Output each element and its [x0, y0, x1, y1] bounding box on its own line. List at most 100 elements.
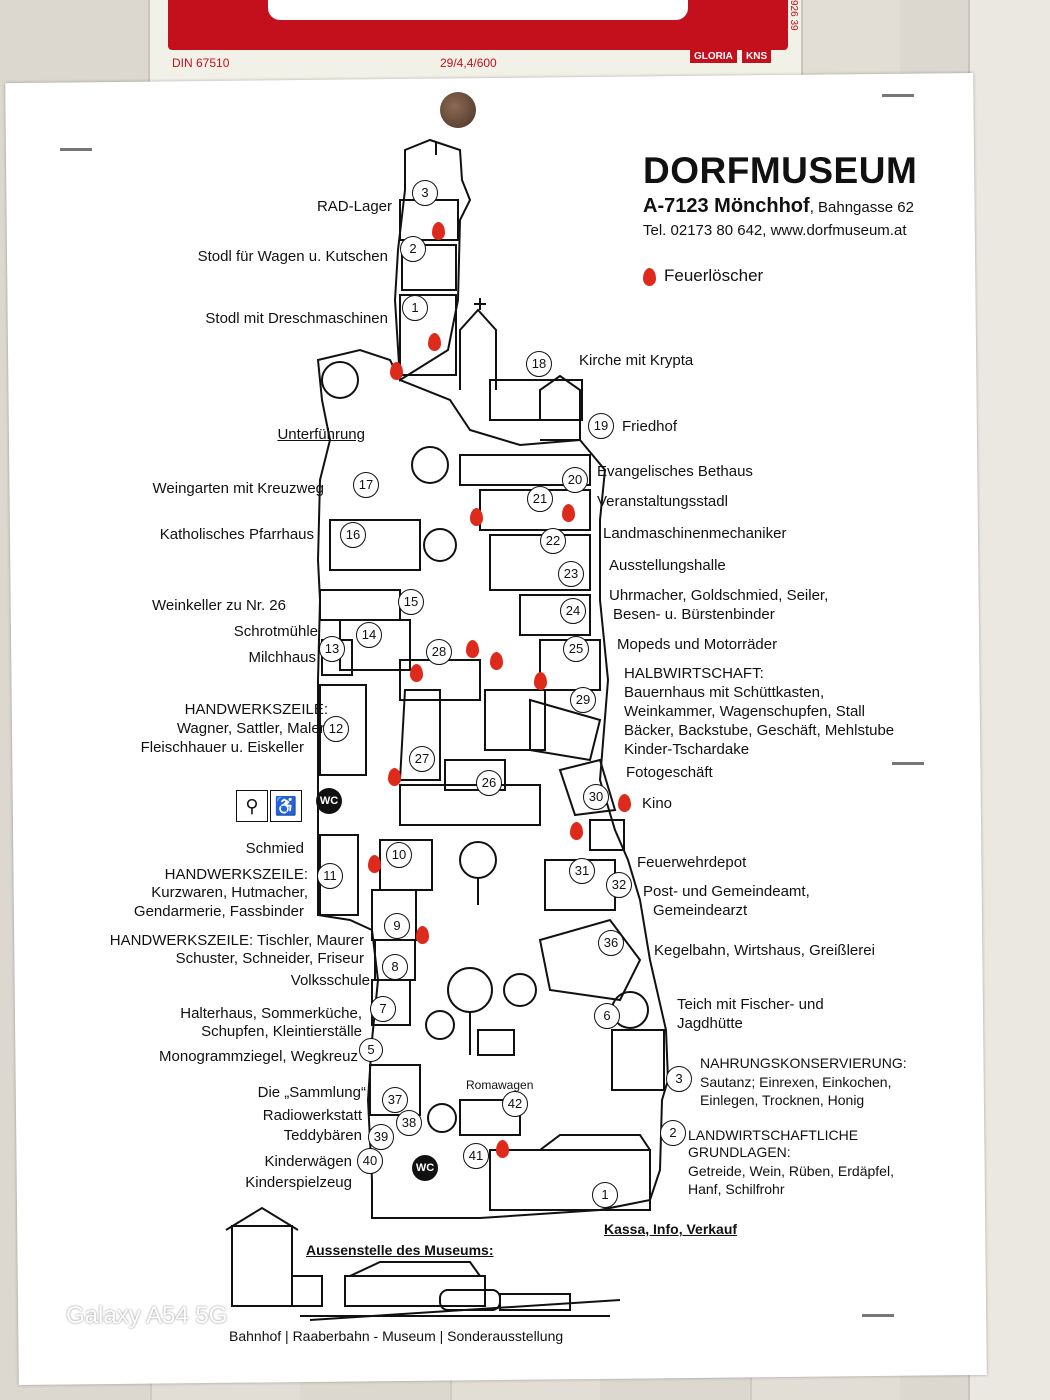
label-kinder-tschardake: Kinder-Tschardake	[624, 741, 750, 758]
label-halbwirtschaft-line-1: Bauernhaus mit Schüttkasten,	[624, 684, 825, 701]
label-kino: Kino	[642, 795, 673, 812]
label-kinderwaegen: Kinderwägen	[264, 1153, 352, 1170]
label-stodl-dresch: Stodl mit Dreschmaschinen	[205, 310, 388, 327]
label-nahrung-line-1: Sautanz; Einrexen, Einkochen,	[700, 1074, 892, 1090]
staple	[862, 1314, 894, 1317]
marker-32: 32	[606, 872, 632, 898]
label-uhrmacher-line-2: Besen- u. Bürstenbinder	[613, 606, 775, 623]
label-handwerkszeile-3: HANDWERKSZEILE: Tischler, Maurer	[109, 932, 364, 949]
label-weingarten: Weingarten mit Kreuzweg	[152, 480, 324, 497]
label-halbwirtschaft: HALBWIRTSCHAFT:	[624, 665, 764, 682]
marker-30: 30	[583, 784, 609, 810]
label-handwerkszeile-2: HANDWERKSZEILE:	[164, 866, 308, 883]
marker-28: 28	[426, 639, 452, 665]
label-bethaus: Evangelisches Bethaus	[597, 463, 753, 480]
label-pfarrhaus: Katholisches Pfarrhaus	[159, 526, 314, 543]
marker-29: 29	[570, 687, 596, 713]
marker-6: 6	[594, 1003, 620, 1029]
marker-8: 8	[382, 954, 408, 980]
marker-1-kassa: 1	[592, 1182, 618, 1208]
label-kirche: Kirche mit Krypta	[579, 352, 694, 369]
label-handwerkszeile-1-line-1: Wagner, Sattler, Maler,	[176, 720, 328, 737]
pin-icon	[440, 92, 476, 128]
label-halterhaus: Halterhaus, Sommerküche,	[180, 1005, 362, 1022]
marker-1: 1	[402, 295, 428, 321]
label-handwerkszeile-1: HANDWERKSZEILE:	[184, 701, 328, 718]
flame-icon	[432, 222, 445, 240]
label-ausstellungshalle: Ausstellungshalle	[609, 557, 726, 574]
flame-icon	[643, 267, 656, 286]
marker-20: 20	[562, 467, 588, 493]
flame-icon	[534, 672, 547, 690]
label-teich: Teich mit Fischer- und	[677, 996, 824, 1013]
marker-10: 10	[386, 842, 412, 868]
label-romawagen: Romawagen	[466, 1078, 534, 1092]
museum-address: A-7123 Mönchhof, Bahngasse 62	[643, 195, 914, 217]
flame-icon	[388, 768, 401, 786]
marker-13: 13	[319, 636, 345, 662]
marker-14: 14	[356, 622, 382, 648]
label-landwirtschaft: LANDWIRTSCHAFTLICHE	[688, 1127, 859, 1143]
label-halbwirtschaft-line-3: Bäcker, Backstube, Geschäft, Mehlstube	[624, 722, 895, 739]
baby-changing-icon: ⚲	[236, 790, 268, 822]
flame-icon	[618, 794, 631, 812]
museum-contact: Tel. 02173 80 642, www.dorfmuseum.at	[643, 222, 907, 239]
flame-icon	[466, 640, 479, 658]
label-uhrmacher: Uhrmacher, Goldschmied, Seiler,	[609, 587, 829, 604]
label-nahrungskonservierung: NAHRUNGSKONSERVIERUNG:	[700, 1055, 907, 1071]
marker-31: 31	[569, 858, 595, 884]
marker-22: 22	[540, 528, 566, 554]
staple	[892, 762, 924, 765]
marker-19: 19	[588, 413, 614, 439]
label-monogrammziegel: Monogrammziegel, Wegkreuz	[159, 1048, 358, 1065]
label-aussenstelle-footer: Bahnhof | Raaberbahn - Museum | Sonderau…	[229, 1328, 564, 1344]
marker-2-landwirtschaft: 2	[660, 1120, 686, 1146]
marker-11: 11	[317, 863, 343, 889]
label-fotogeschaeft: Fotogeschäft	[626, 764, 713, 781]
marker-16: 16	[340, 522, 366, 548]
legend-fire-extinguisher: Feuerlöscher	[643, 266, 763, 286]
label-gemeindearzt: Gemeindearzt	[653, 902, 748, 919]
flame-icon	[368, 855, 381, 873]
sign-side-code: 926 39	[788, 0, 799, 31]
label-kinderspielzeug: Kinderspielzeug	[245, 1174, 352, 1191]
marker-15: 15	[398, 589, 424, 615]
marker-42: 42	[502, 1091, 528, 1117]
label-stodl-wagen: Stodl für Wagen u. Kutschen	[197, 248, 388, 265]
sign-brand-2: KNS	[742, 50, 772, 63]
flame-icon	[410, 664, 423, 682]
marker-21: 21	[527, 486, 553, 512]
marker-27: 27	[409, 746, 435, 772]
sign-din-code: DIN 67510	[172, 56, 230, 70]
flame-icon	[428, 333, 441, 351]
label-volksschule: Volksschule	[290, 972, 370, 989]
camera-watermark: Galaxy A54 5G	[66, 1302, 228, 1329]
flame-icon	[470, 508, 483, 526]
marker-38: 38	[396, 1110, 422, 1136]
label-sammlung: Die „Sammlung“	[257, 1084, 366, 1101]
flame-icon	[490, 652, 503, 670]
marker-9: 9	[384, 913, 410, 939]
flame-icon	[562, 504, 575, 522]
sign-brand: GLORIA	[690, 50, 737, 63]
wc-icon: WC	[316, 788, 342, 814]
label-nahrung-line-2: Einlegen, Trocknen, Honig	[700, 1092, 865, 1108]
marker-7: 7	[370, 996, 396, 1022]
sign-spec-code: 29/4,4/600	[440, 56, 497, 70]
label-grundlagen: GRUNDLAGEN:	[688, 1144, 791, 1160]
marker-37: 37	[382, 1087, 408, 1113]
marker-39: 39	[368, 1124, 394, 1150]
marker-40: 40	[357, 1148, 383, 1174]
label-schmied: Schmied	[245, 840, 304, 857]
label-landmaschinen: Landmaschinenmechaniker	[603, 525, 787, 542]
marker-3-nahrung: 3	[666, 1066, 692, 1092]
marker-24: 24	[560, 598, 586, 624]
label-milchhaus: Milchhaus	[248, 649, 316, 666]
label-unterfuehrung: Unterführung	[277, 426, 365, 443]
wc-icon: WC	[412, 1155, 438, 1181]
marker-36: 36	[598, 930, 624, 956]
flame-icon	[416, 926, 429, 944]
label-grundlagen-line-1: Getreide, Wein, Rüben, Erdäpfel,	[688, 1163, 894, 1179]
marker-3: 3	[412, 180, 438, 206]
